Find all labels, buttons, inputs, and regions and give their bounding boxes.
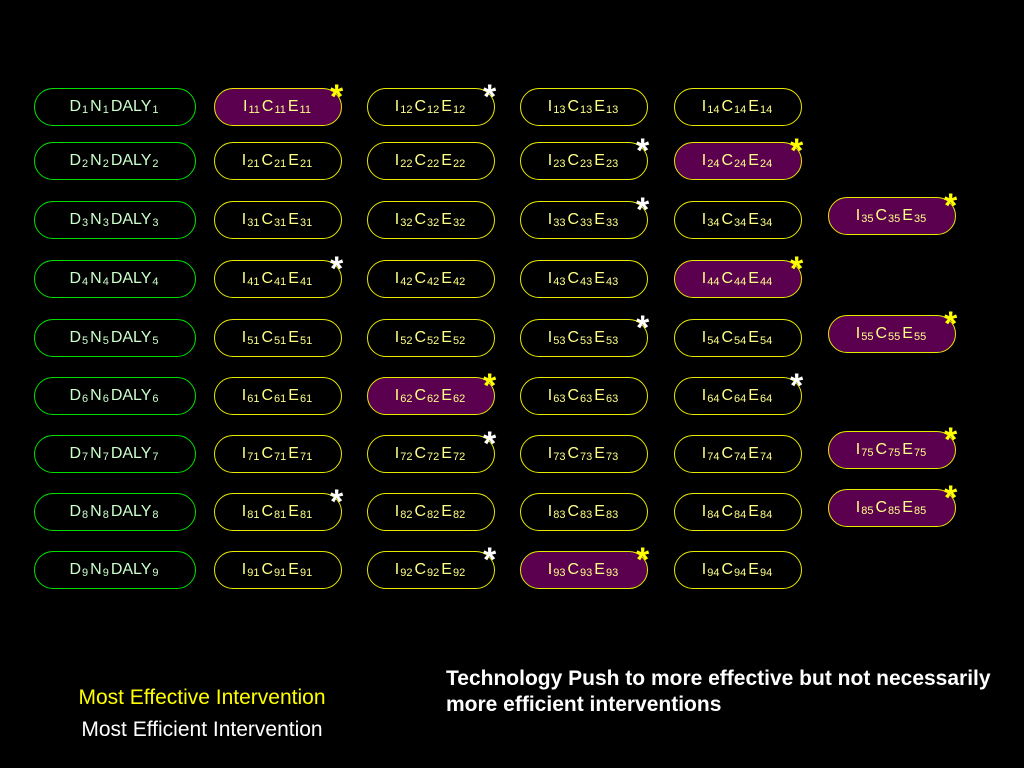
star-marker-92: *	[483, 541, 497, 579]
star-marker-85: *	[944, 479, 958, 517]
technology-push-caption: Technology Push to more effective but no…	[446, 667, 991, 716]
legend-most-effective: Most Effective Intervention	[78, 686, 326, 709]
star-marker-23: *	[636, 132, 650, 170]
star-marker-93: *	[636, 541, 650, 579]
star-marker-33: *	[636, 191, 650, 229]
star-marker-35: *	[944, 187, 958, 225]
star-marker-24: *	[790, 132, 804, 170]
star-marker-75: *	[944, 421, 958, 459]
star-marker-81: *	[330, 483, 344, 521]
star-marker-64: *	[790, 367, 804, 405]
star-marker-72: *	[483, 425, 497, 463]
star-marker-12: *	[483, 78, 497, 116]
star-marker-55: *	[944, 305, 958, 343]
star-marker-11: *	[330, 78, 344, 116]
legend-most-efficient: Most Efficient Intervention	[81, 718, 323, 741]
star-marker-62: *	[483, 367, 497, 405]
star-marker-44: *	[790, 250, 804, 288]
star-marker-53: *	[636, 309, 650, 347]
star-marker-41: *	[330, 250, 344, 288]
